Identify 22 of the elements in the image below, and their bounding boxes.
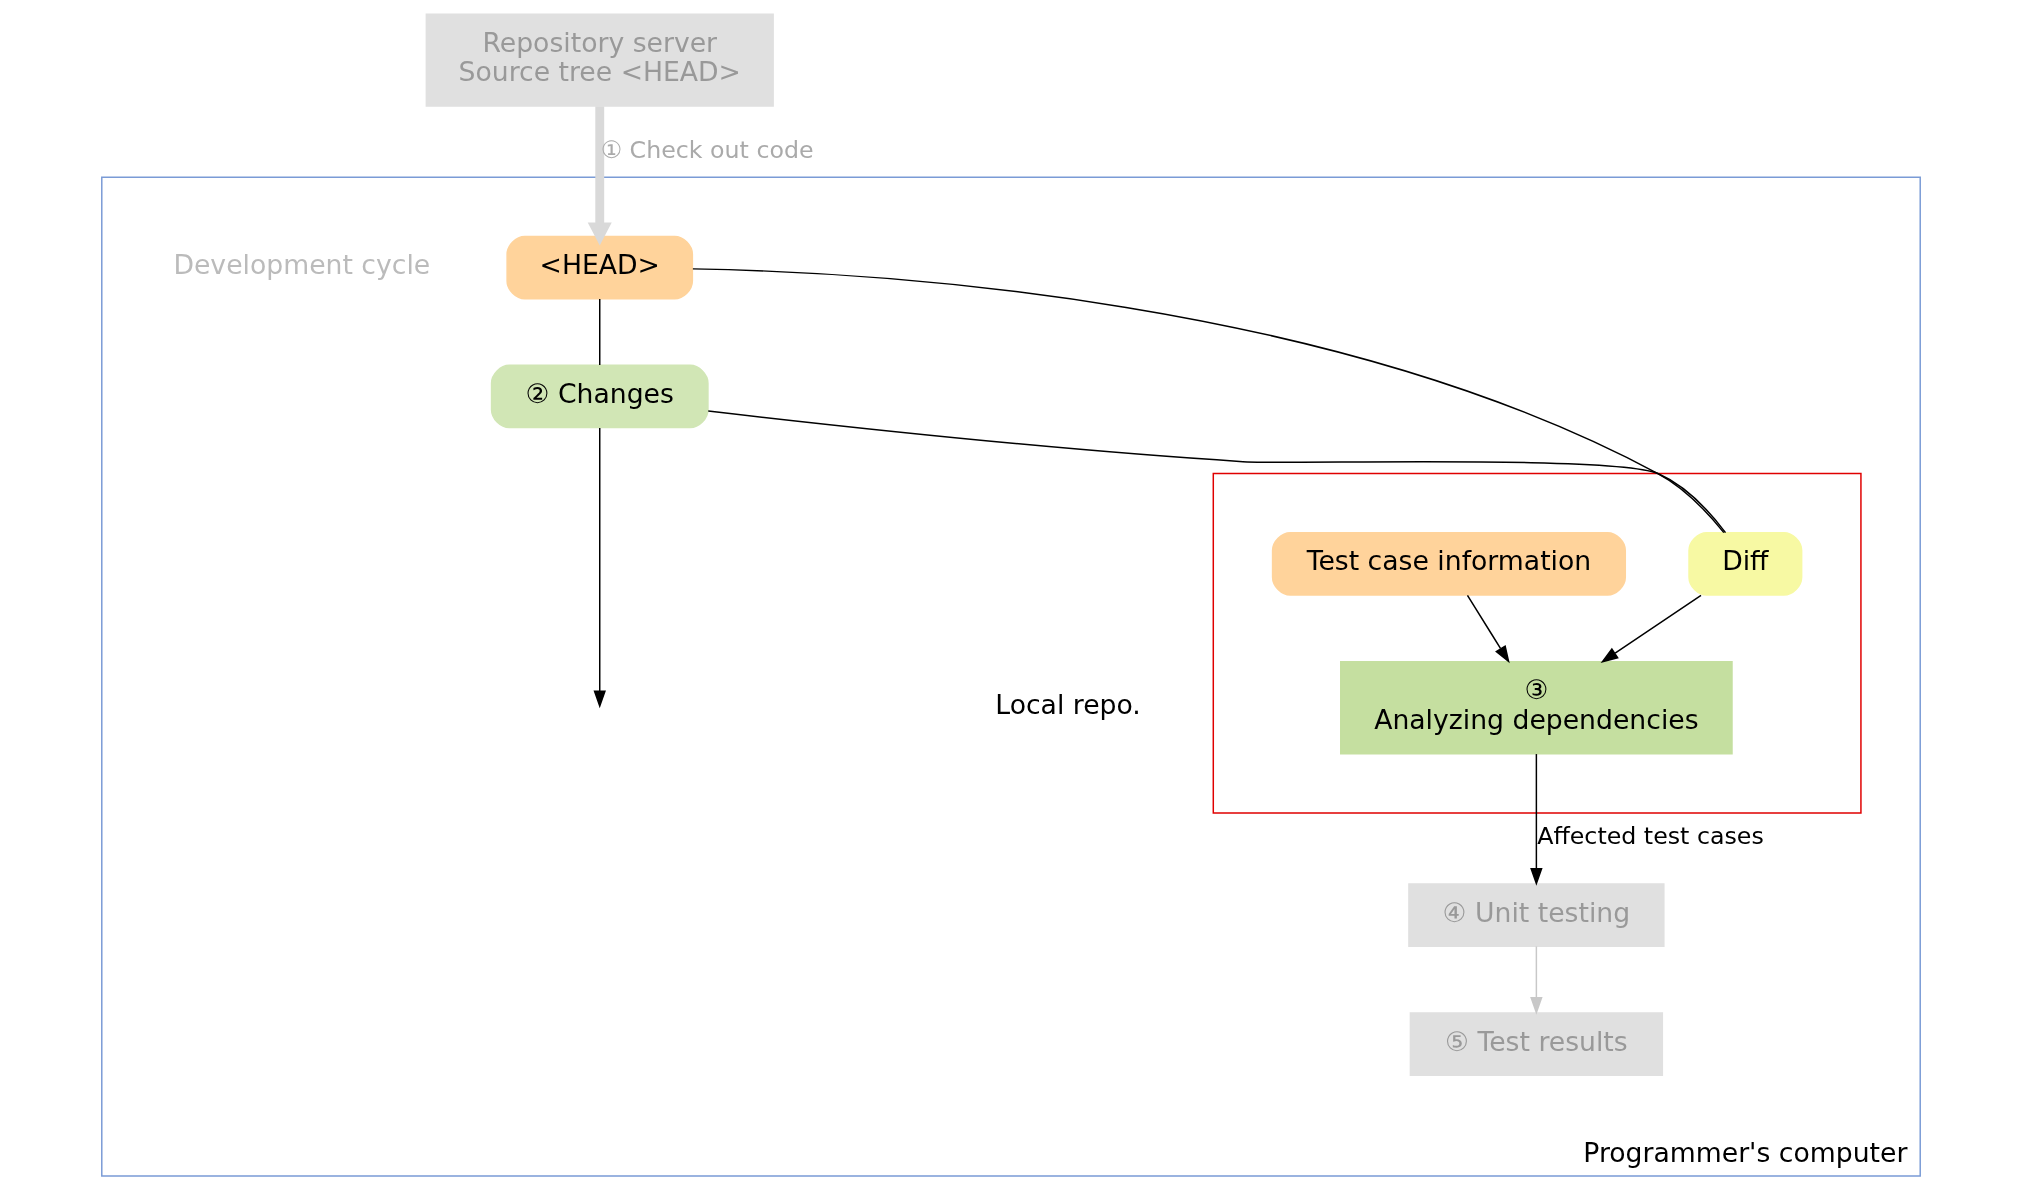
node-box: <HEAD> (506, 235, 694, 300)
node-box: Diff (1688, 532, 1803, 596)
node-box: ④ Unit testing (1408, 883, 1665, 948)
node-box: Repository server Source tree <HEAD> (425, 13, 774, 107)
label: Development cycle (173, 249, 431, 281)
cluster (1212, 472, 1862, 814)
arrow (1600, 594, 1702, 663)
node-box: ③ Analyzing dependencies (1340, 661, 1733, 755)
arrow (1530, 945, 1543, 1015)
connector (707, 410, 1727, 534)
arrow (587, 106, 612, 246)
edge-label: Affected test cases (1537, 821, 1764, 850)
edge-label: ① Check out code (600, 135, 814, 164)
arrow (1530, 753, 1543, 886)
node-box: ⑤ Test results (1409, 1012, 1664, 1076)
node-box: ② Changes (490, 364, 709, 429)
connector (692, 268, 1725, 534)
label: Local repo. (995, 689, 1141, 721)
node-box: Test case information (1271, 532, 1627, 596)
connector (599, 298, 601, 366)
arrow (1466, 594, 1510, 664)
arrow (593, 427, 606, 709)
